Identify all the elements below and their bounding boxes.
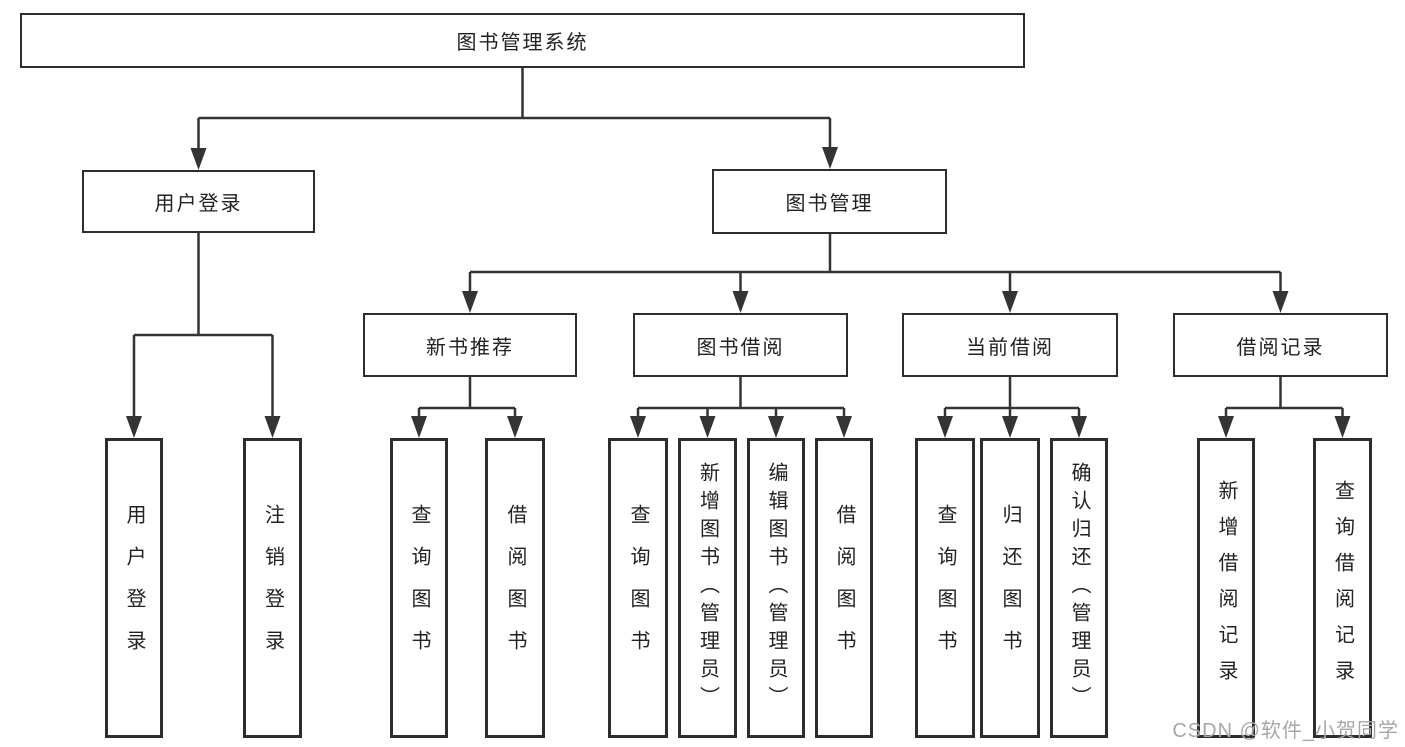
leaf-query-book-3-label: 查询图书 bbox=[934, 504, 956, 672]
node-book-borrow: 图书借阅 bbox=[633, 313, 848, 377]
leaf-add-borrow-record: 新增借阅记录 bbox=[1197, 438, 1255, 738]
leaf-edit-book-admin-label: 编辑图书（管理员） bbox=[765, 462, 787, 714]
leaf-borrow-book-1-label: 借阅图书 bbox=[504, 504, 526, 672]
leaf-user-login: 用户登录 bbox=[105, 438, 163, 738]
node-new-book-recommend: 新书推荐 bbox=[363, 313, 577, 377]
leaf-add-borrow-record-label: 新增借阅记录 bbox=[1215, 480, 1237, 696]
leaf-logout-label: 注销登录 bbox=[261, 504, 284, 672]
leaf-borrow-book-2-label: 借阅图书 bbox=[833, 504, 855, 672]
leaf-query-book-1-label: 查询图书 bbox=[408, 504, 430, 672]
leaf-confirm-return-admin-label: 确认归还（管理员） bbox=[1068, 462, 1090, 714]
leaf-add-book-admin: 新增图书（管理员） bbox=[678, 438, 737, 738]
leaf-add-book-admin-label: 新增图书（管理员） bbox=[696, 462, 719, 714]
leaf-query-book-1: 查询图书 bbox=[390, 438, 448, 738]
tree-edges bbox=[132, 68, 1344, 418]
leaf-query-book-2: 查询图书 bbox=[608, 438, 668, 738]
leaf-return-book: 归还图书 bbox=[980, 438, 1040, 738]
arrowheads bbox=[126, 147, 1351, 438]
leaf-query-borrow-record: 查询借阅记录 bbox=[1313, 438, 1372, 738]
leaf-confirm-return-admin: 确认归还（管理员） bbox=[1050, 438, 1108, 738]
node-root: 图书管理系统 bbox=[20, 13, 1025, 68]
node-new-book-recommend-label: 新书推荐 bbox=[426, 336, 514, 359]
node-book-management-label: 图书管理 bbox=[785, 193, 874, 215]
node-book-borrow-label: 图书借阅 bbox=[696, 336, 785, 359]
leaf-return-book-label: 归还图书 bbox=[999, 504, 1021, 672]
node-root-label: 图书管理系统 bbox=[456, 32, 589, 54]
watermark: CSDN @软件_小贺同学 bbox=[1172, 720, 1399, 742]
leaf-query-book-2-label: 查询图书 bbox=[627, 504, 649, 672]
node-borrow-record: 借阅记录 bbox=[1173, 313, 1388, 377]
node-current-borrow-label: 当前借阅 bbox=[966, 336, 1054, 359]
leaf-query-book-3: 查询图书 bbox=[915, 438, 975, 738]
leaf-borrow-book-1: 借阅图书 bbox=[485, 438, 545, 738]
node-user-login: 用户登录 bbox=[82, 170, 315, 233]
leaf-user-login-label: 用户登录 bbox=[123, 504, 145, 672]
node-user-login-label: 用户登录 bbox=[154, 193, 243, 215]
node-borrow-record-label: 借阅记录 bbox=[1236, 336, 1325, 359]
leaf-logout: 注销登录 bbox=[243, 438, 302, 738]
node-book-management: 图书管理 bbox=[712, 169, 947, 234]
leaf-query-borrow-record-label: 查询借阅记录 bbox=[1331, 480, 1354, 696]
leaf-borrow-book-2: 借阅图书 bbox=[815, 438, 873, 738]
node-current-borrow: 当前借阅 bbox=[902, 313, 1118, 377]
leaf-edit-book-admin: 编辑图书（管理员） bbox=[747, 438, 805, 738]
